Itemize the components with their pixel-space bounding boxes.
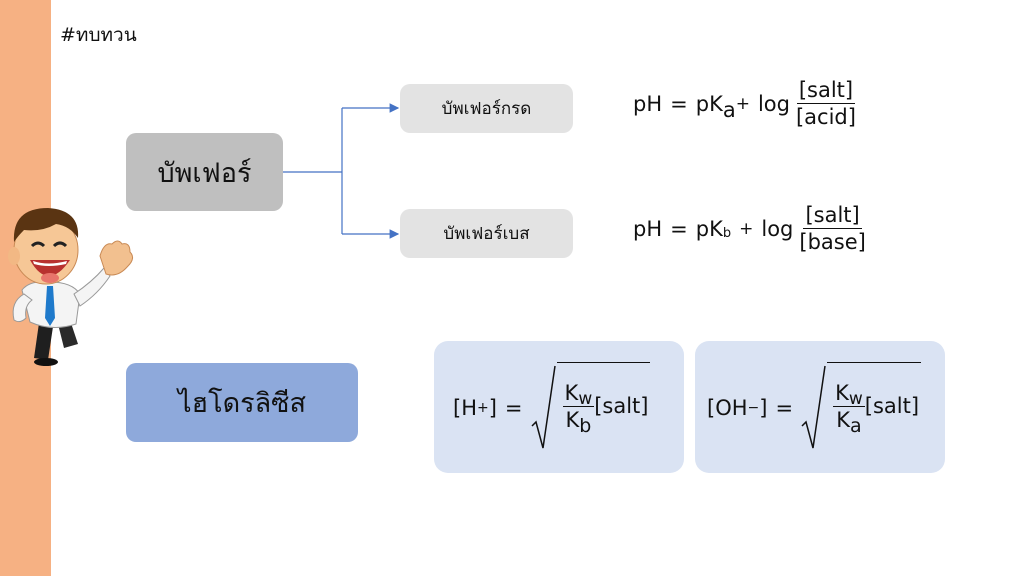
sqrt-radical-icon bbox=[531, 365, 556, 449]
sqrt-expression: Kw Kb [salt] bbox=[531, 362, 651, 452]
formula-ph: pH bbox=[633, 216, 663, 241]
formula-fraction: [salt] [acid] bbox=[794, 78, 858, 129]
formula-pk-sub: b bbox=[722, 226, 732, 241]
formula-superscript: − bbox=[747, 400, 760, 416]
formula-equals: = bbox=[504, 396, 523, 420]
formula-denominator: [base] bbox=[799, 230, 866, 254]
oh-ion-formula: [OH−] = Kw Ka [salt] bbox=[707, 362, 922, 452]
kw-k: K bbox=[835, 380, 849, 405]
formula-equals: = bbox=[670, 91, 688, 116]
h-ion-formula: [H+] = Kw Kb [salt] bbox=[453, 362, 651, 452]
kw-kb-fraction: Kw Kb bbox=[562, 380, 595, 437]
h-ion-formula-box bbox=[434, 341, 684, 473]
formula-lhs: [OH bbox=[707, 396, 748, 420]
base-buffer-box: บัพเฟอร์เบส bbox=[400, 209, 573, 258]
formula-ph: pH bbox=[633, 91, 663, 116]
sqrt-radicand: Kw Ka [salt] bbox=[827, 362, 922, 443]
formula-pk: pK bbox=[695, 216, 723, 241]
formula-numerator: [salt] bbox=[803, 203, 862, 229]
cartoon-businessman-waving-icon bbox=[8, 208, 134, 366]
formula-salt: [salt] bbox=[594, 394, 649, 418]
formula-plus: + bbox=[735, 93, 750, 114]
formula-denominator: [acid] bbox=[795, 105, 856, 129]
sqrt-radical-icon bbox=[801, 365, 826, 449]
formula-bracket: ] bbox=[488, 396, 497, 420]
base-buffer-label: บัพเฟอร์เบส bbox=[443, 224, 530, 244]
acid-buffer-label: บัพเฟอร์กรด bbox=[441, 99, 532, 119]
sqrt-radicand: Kw Kb [salt] bbox=[556, 362, 651, 443]
acid-buffer-box: บัพเฟอร์กรด bbox=[400, 84, 573, 133]
formula-plus: + bbox=[739, 218, 754, 239]
kb-sub: b bbox=[579, 414, 592, 437]
kw-sub: w bbox=[578, 388, 593, 409]
buffer-main-box: บัพเฟอร์ bbox=[126, 133, 283, 211]
formula-log: log bbox=[761, 216, 794, 241]
hydrolysis-box: ไฮโดรลิซีส bbox=[126, 363, 358, 442]
formula-superscript: + bbox=[476, 400, 489, 416]
ka-k: K bbox=[836, 407, 850, 432]
formula-equals: = bbox=[775, 396, 794, 420]
hashtag-review: #ทบทวน bbox=[60, 24, 137, 46]
sqrt-expression: Kw Ka [salt] bbox=[801, 362, 922, 452]
kb-k: K bbox=[565, 407, 580, 432]
ka-sub: a bbox=[849, 414, 862, 437]
kw-ka-fraction: Kw Ka bbox=[833, 380, 865, 437]
formula-pk: pK bbox=[695, 91, 723, 116]
formula-bracket: ] bbox=[759, 396, 768, 420]
buffer-main-label: บัพเฟอร์ bbox=[157, 157, 252, 189]
formula-fraction: [salt] [base] bbox=[797, 203, 867, 254]
formula-equals: = bbox=[670, 216, 688, 241]
oh-ion-formula-box bbox=[695, 341, 945, 473]
formula-pk-sub: a bbox=[722, 97, 736, 122]
hydrolysis-label: ไฮโดรลิซีส bbox=[178, 388, 306, 419]
formula-numerator: [salt] bbox=[796, 78, 856, 104]
formula-lhs: [H bbox=[453, 396, 477, 420]
kw-sub: w bbox=[848, 388, 863, 409]
formula-log: log bbox=[757, 91, 790, 116]
formula-salt: [salt] bbox=[864, 394, 920, 418]
kw-k: K bbox=[564, 380, 579, 405]
